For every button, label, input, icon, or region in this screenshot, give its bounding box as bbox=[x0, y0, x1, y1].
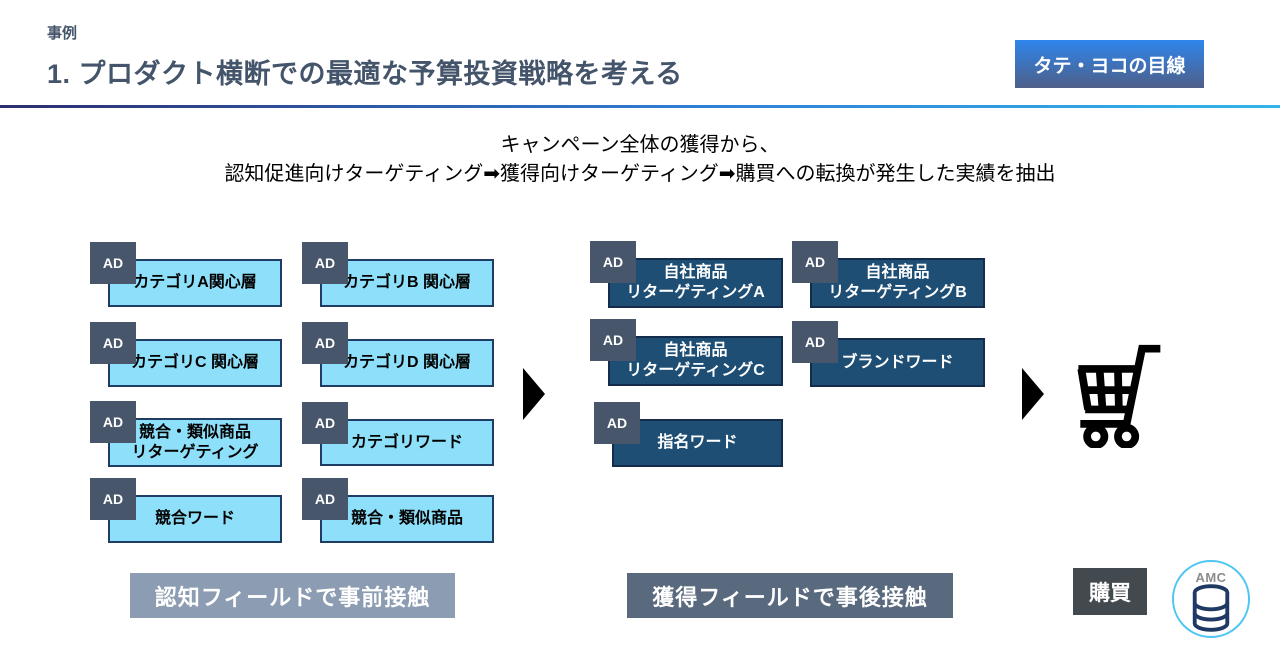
box-label: カテゴリワード bbox=[350, 433, 463, 451]
box-label: ブランドワード bbox=[841, 353, 954, 371]
awareness-box-competitor-retargeting: AD 競合・類似商品 リターゲティング bbox=[90, 401, 282, 467]
ad-tag: AD bbox=[590, 319, 636, 361]
box-label: 自社商品 リターゲティングB bbox=[828, 264, 967, 301]
awareness-caption: 認知フィールドで事前接触 bbox=[130, 573, 455, 618]
box-label: カテゴリD 関心層 bbox=[342, 354, 471, 371]
awareness-box-category-d: AD カテゴリD 関心層 bbox=[302, 322, 494, 387]
ad-tag: AD bbox=[90, 478, 136, 520]
flow-arrow-icon bbox=[1022, 368, 1044, 420]
ad-tag: AD bbox=[90, 242, 136, 284]
amc-medallion: AMC bbox=[1172, 560, 1250, 638]
acquisition-box-retargeting-b: AD 自社商品 リターゲティングB bbox=[792, 241, 985, 308]
acquisition-caption: 獲得フィールドで事後接触 bbox=[627, 573, 953, 618]
database-icon bbox=[1192, 584, 1230, 632]
box-label: 競合・類似商品 リターゲティング bbox=[131, 423, 259, 461]
acquisition-box-designated-word: AD 指名ワード bbox=[594, 402, 783, 467]
box-label: 自社商品 リターゲティングC bbox=[626, 342, 765, 379]
awareness-box-competitor-word: AD 競合ワード bbox=[90, 478, 282, 543]
description-line2: 認知促進向けターゲティング➡獲得向けターゲティング➡購買への転換が発生した実績を… bbox=[224, 163, 1056, 185]
ad-tag: AD bbox=[590, 241, 636, 283]
ad-tag: AD bbox=[792, 241, 838, 283]
eyebrow-label: 事例 bbox=[47, 25, 78, 42]
ad-tag: AD bbox=[90, 401, 136, 443]
ad-tag: AD bbox=[302, 242, 348, 284]
ad-tag: AD bbox=[90, 322, 136, 364]
awareness-box-category-b: AD カテゴリB 関心層 bbox=[302, 242, 494, 307]
shopping-cart-icon bbox=[1077, 344, 1161, 448]
acquisition-box-retargeting-a: AD 自社商品 リターゲティングA bbox=[590, 241, 783, 308]
header-divider bbox=[0, 105, 1280, 108]
ad-tag: AD bbox=[302, 478, 348, 520]
ad-tag: AD bbox=[594, 402, 640, 444]
awareness-box-category-word: AD カテゴリワード bbox=[302, 402, 494, 466]
box-label: カテゴリC 関心層 bbox=[130, 354, 259, 371]
box-label: 競合・類似商品 bbox=[350, 510, 463, 527]
amc-label: AMC bbox=[1195, 570, 1227, 585]
box-label: 競合ワード bbox=[154, 510, 235, 527]
box-label: カテゴリB 関心層 bbox=[342, 274, 471, 291]
ad-tag: AD bbox=[302, 402, 348, 444]
page-title: 1. プロダクト横断での最適な予算投資戦略を考える bbox=[47, 59, 683, 89]
flow-arrow-icon bbox=[523, 368, 545, 420]
ad-tag: AD bbox=[792, 321, 838, 363]
box-label: カテゴリA関心層 bbox=[133, 274, 257, 291]
awareness-box-competitor-product: AD 競合・類似商品 bbox=[302, 478, 494, 543]
description-line1: キャンペーン全体の獲得から、 bbox=[500, 134, 780, 156]
awareness-box-category-a: AD カテゴリA関心層 bbox=[90, 242, 282, 307]
acquisition-box-brand-word: AD ブランドワード bbox=[792, 321, 985, 387]
box-label: 自社商品 リターゲティングA bbox=[626, 264, 765, 301]
description-text: キャンペーン全体の獲得から、認知促進向けターゲティング➡獲得向けターゲティング➡… bbox=[0, 131, 1280, 189]
viewpoint-badge: タテ・ヨコの目線 bbox=[1015, 40, 1204, 88]
purchase-badge: 購買 bbox=[1073, 568, 1147, 615]
awareness-box-category-c: AD カテゴリC 関心層 bbox=[90, 322, 282, 387]
acquisition-box-retargeting-c: AD 自社商品 リターゲティングC bbox=[590, 319, 783, 386]
ad-tag: AD bbox=[302, 322, 348, 364]
box-label: 指名ワード bbox=[657, 434, 738, 451]
